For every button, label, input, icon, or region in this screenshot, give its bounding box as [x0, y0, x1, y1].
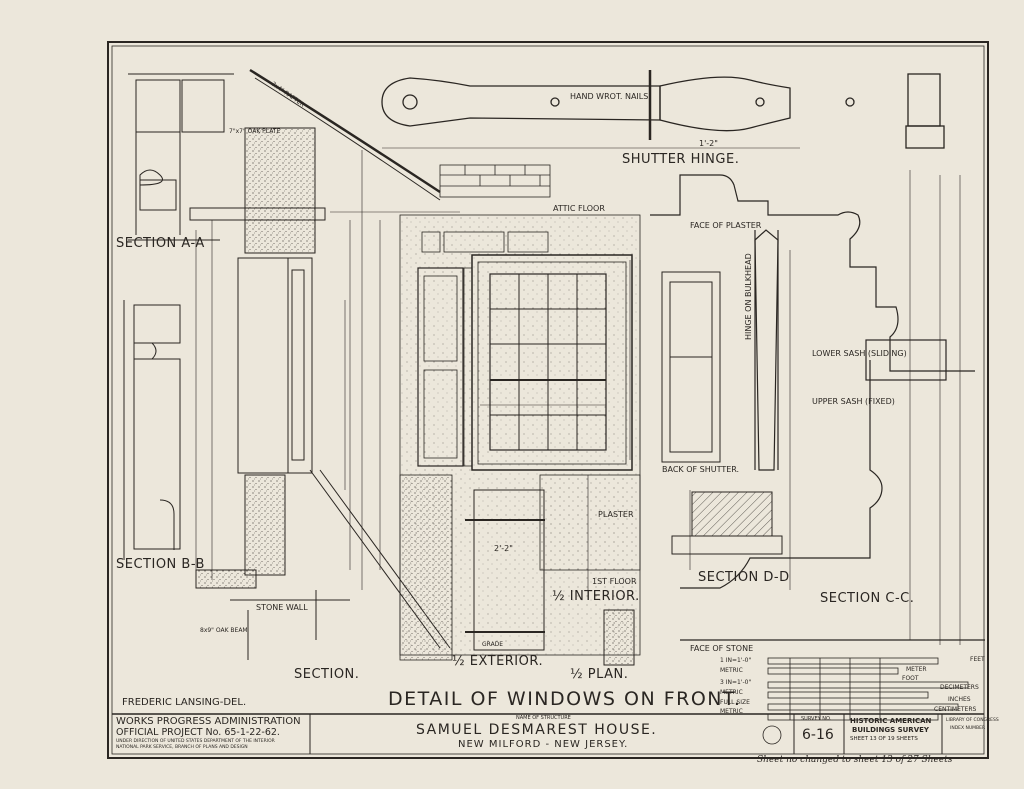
face-of-stone-label: FACE OF STONE	[690, 644, 754, 653]
habs-line-1: HISTORIC AMERICAN	[850, 717, 932, 725]
survey-number: 6-16	[802, 727, 834, 743]
scale-full-metric-label: METRIC	[720, 708, 743, 715]
section-label: SECTION.	[294, 667, 360, 682]
structure-name-caption: NAME OF STRUCTURE	[516, 715, 571, 721]
hinge-on-bulkhead-label: HINGE ON BULKHEAD	[744, 253, 753, 340]
dimension-lines	[195, 150, 961, 645]
direction-line-1: UNDER DIRECTION OF UNITED STATES DEPARTM…	[116, 739, 275, 744]
scale-decimeters-unit: DECIMETERS	[940, 684, 979, 691]
scale-1in-metric-label: METRIC	[720, 667, 743, 674]
structure-name: SAMUEL DESMAREST HOUSE.	[416, 722, 658, 738]
shutter-hinge-drawing	[381, 70, 945, 149]
stone-wall-label: STONE WALL	[256, 603, 308, 612]
graphic-scales	[767, 657, 969, 721]
shutter-hinge-label: SHUTTER HINGE.	[622, 152, 740, 167]
sheet-border-outer	[107, 41, 989, 759]
beam-label: 8x9" OAK BEAM	[200, 627, 248, 634]
section-bb-label: SECTION B-B	[116, 557, 205, 572]
section-aa-drawing	[128, 73, 234, 241]
section-bb-drawing	[123, 300, 181, 560]
window-elevation	[417, 254, 633, 471]
scale-foot-unit: FOOT	[902, 675, 919, 682]
section-cc-label: SECTION C-C.	[820, 591, 915, 606]
scale-feet-unit: FEET	[970, 656, 985, 663]
half-interior-label: ½ INTERIOR.	[552, 589, 640, 604]
section-dd-label: SECTION D-D	[698, 570, 790, 585]
title-block	[112, 713, 984, 754]
project-number: OFFICIAL PROJECT No. 65-1-22-62.	[116, 727, 280, 738]
half-exterior-label: ½ EXTERIOR.	[452, 654, 544, 669]
face-of-plaster-label: FACE OF PLASTER	[690, 221, 762, 230]
scale-full-label: FULL SIZE	[720, 699, 750, 706]
plaster-label: PLASTER	[598, 510, 634, 519]
lower-sash-label: LOWER SASH (SLIDING)	[812, 349, 907, 358]
masonry-wall	[399, 164, 641, 661]
scale-inches-unit: INCHES	[948, 696, 971, 703]
agency-name: WORKS PROGRESS ADMINISTRATION	[116, 716, 301, 727]
direction-line-2: NATIONAL PARK SERVICE, BRANCH OF PLANS A…	[116, 745, 248, 750]
delineator-credit: FREDERIC LANSING-DEL.	[122, 697, 247, 708]
dim-1-2-label: 1'-2"	[699, 139, 718, 148]
shutter-lower	[465, 489, 635, 666]
library-of-congress: LIBRARY OF CONGRESS	[946, 718, 999, 723]
half-plan-label: ½ PLAN.	[570, 667, 629, 682]
drawing-main-title: DETAIL OF WINDOWS ON FRONT.	[388, 688, 742, 710]
wall-section-drawing	[189, 68, 451, 660]
scale-1in-label: 1 IN=1'-0"	[720, 657, 752, 664]
structure-location: NEW MILFORD - NEW JERSEY.	[458, 739, 629, 750]
scale-meter-unit: METER	[906, 666, 927, 673]
back-of-shutter-label: BACK OF SHUTTER.	[662, 465, 740, 474]
back-of-shutter-drawing	[661, 271, 721, 463]
survey-no-caption: SURVEY NO.	[801, 716, 832, 722]
scale-centimeters-unit: CENTIMETERS	[934, 706, 977, 713]
section-aa-label: SECTION A-A	[116, 236, 205, 251]
sheet-number: SHEET 13 OF 19 SHEETS	[850, 736, 918, 742]
section-cc-drawing	[650, 170, 985, 641]
index-number: INDEX NUMBER	[950, 726, 986, 731]
attic-floor-label: ATTIC FLOOR	[553, 204, 605, 213]
scale-3in-metric-label: METRIC	[720, 689, 743, 696]
oak-plate-label: 7"x7" OAK PLATE	[229, 128, 281, 135]
scale-3in-label: 3 IN=1'-0"	[720, 679, 752, 686]
habs-line-2: BUILDINGS SURVEY	[852, 726, 929, 734]
first-floor-label: 1ST FLOOR	[592, 577, 637, 586]
dim-2-2-label: 2'-2"	[494, 544, 513, 553]
handwritten-note: Sheet no changed to sheet 13 of 27 Sheet…	[757, 755, 953, 765]
section-dd-drawing	[671, 490, 783, 570]
upper-sash-label: UPPER SASH (FIXED)	[812, 397, 895, 406]
grade-label: GRADE	[482, 641, 504, 648]
sheet-border-inner	[111, 45, 985, 755]
hand-wrot-nails-label: HAND WROT. NAILS	[570, 92, 649, 101]
